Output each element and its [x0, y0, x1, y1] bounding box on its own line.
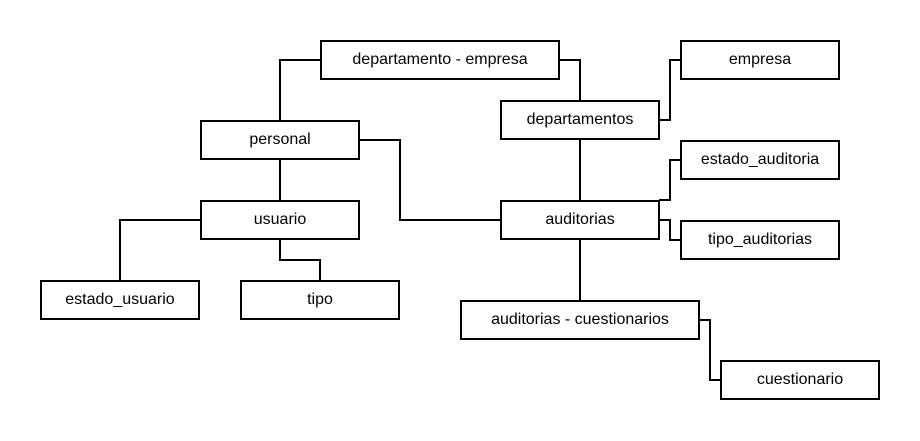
- entity-estado-usuario[interactable]: estado_usuario: [40, 280, 200, 320]
- connector-departamento-empresa-to-personal: [279, 59, 321, 121]
- entity-empresa[interactable]: empresa: [680, 40, 840, 80]
- entity-label: departamento - empresa: [352, 51, 528, 68]
- entity-departamento-empresa[interactable]: departamento - empresa: [320, 40, 560, 80]
- connector-usuario-to-tipo: [279, 239, 321, 281]
- connector-departamentos-to-empresa: [659, 59, 681, 121]
- entity-label: empresa: [728, 51, 792, 68]
- entity-label: cuestionario: [756, 371, 844, 388]
- entity-label: usuario: [253, 211, 307, 228]
- entity-label: auditorias: [545, 211, 615, 228]
- entity-auditorias[interactable]: auditorias: [500, 200, 660, 240]
- entity-label: estado_usuario: [65, 291, 175, 308]
- entity-tipo-auditorias[interactable]: tipo_auditorias: [680, 220, 840, 260]
- connector-usuario-to-estado-usuario: [119, 219, 201, 281]
- connector-auditorias-cuestionarios-to-cuestionario: [699, 319, 721, 381]
- entity-estado-auditoria[interactable]: estado_auditoria: [680, 140, 840, 180]
- entity-label: personal: [249, 131, 311, 148]
- connector-auditorias-to-tipo-auditorias: [659, 219, 681, 241]
- entity-personal[interactable]: personal: [200, 120, 360, 160]
- connector-departamento-empresa-to-departamentos: [559, 59, 581, 101]
- entity-label: estado_auditoria: [700, 151, 820, 168]
- entity-departamentos[interactable]: departamentos: [500, 100, 660, 140]
- entity-label: tipo: [307, 291, 333, 308]
- entity-usuario[interactable]: usuario: [200, 200, 360, 240]
- connector-personal-to-auditorias: [359, 139, 501, 221]
- entity-auditorias-cuestionarios[interactable]: auditorias - cuestionarios: [460, 300, 700, 340]
- connector-auditorias-to-estado-auditoria: [659, 159, 681, 201]
- entity-tipo[interactable]: tipo: [240, 280, 400, 320]
- entity-cuestionario[interactable]: cuestionario: [720, 360, 880, 400]
- entity-label: tipo_auditorias: [707, 231, 813, 248]
- entity-label: auditorias - cuestionarios: [491, 311, 669, 328]
- entity-label: departamentos: [526, 111, 634, 128]
